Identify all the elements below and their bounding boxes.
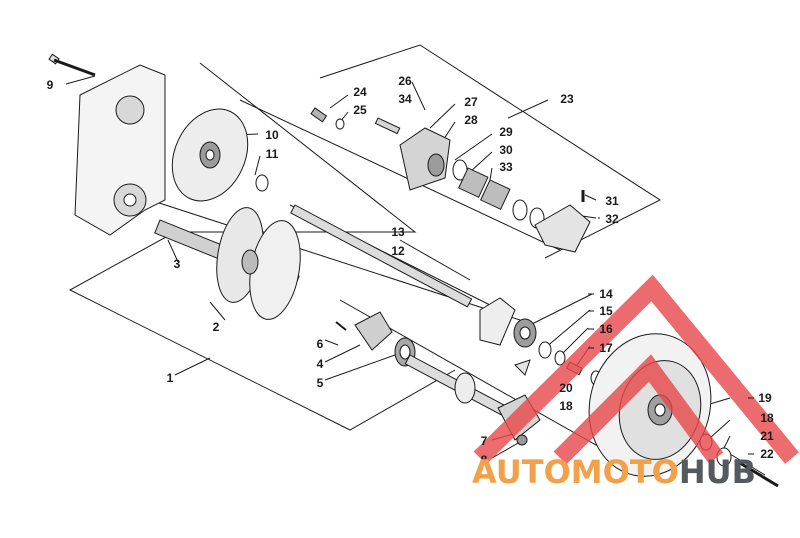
callout-20: 20	[559, 381, 573, 395]
leader	[329, 94, 349, 109]
callout-1: 1	[167, 371, 174, 385]
leader	[559, 327, 589, 357]
callout-10: 10	[265, 128, 279, 142]
callout-7: 7	[481, 434, 488, 448]
callout-29: 29	[499, 125, 513, 139]
callout-25: 25	[353, 103, 367, 117]
bolt-9	[48, 53, 96, 77]
leader	[174, 357, 211, 376]
leader	[324, 354, 396, 381]
callout-17: 17	[599, 341, 613, 355]
leader	[429, 103, 456, 129]
callout-8: 8	[481, 453, 488, 467]
leader	[709, 419, 731, 439]
callout-28: 28	[464, 113, 478, 127]
bearing-housing	[335, 311, 416, 367]
callout-18b: 18	[760, 411, 774, 425]
leader	[324, 344, 361, 363]
callout-labels: 1 2 3 4 5 6 7 8 9 10 11 12 13 14 15 16 1…	[47, 74, 774, 467]
leader	[209, 301, 226, 321]
bearing-plate	[479, 297, 602, 386]
callout-26: 26	[398, 74, 412, 88]
watermark-text-primary: AUTOMOTO	[472, 453, 679, 491]
leader	[729, 453, 766, 476]
callout-13: 13	[391, 225, 405, 239]
watermark-logo	[473, 274, 799, 465]
chaincase-housing	[74, 64, 166, 236]
leader	[454, 133, 493, 161]
callout-12: 12	[391, 244, 405, 258]
leader	[324, 339, 339, 346]
leader	[529, 293, 593, 326]
callout-34: 34	[398, 92, 412, 106]
callout-19: 19	[758, 391, 772, 405]
callout-4: 4	[317, 357, 324, 371]
brake-disc	[171, 108, 249, 202]
callout-24: 24	[353, 85, 367, 99]
watermark-text-secondary: HUB	[678, 453, 757, 491]
callout-16: 16	[599, 322, 613, 336]
leader	[65, 75, 96, 85]
callout-21: 21	[760, 429, 774, 443]
callout-6: 6	[317, 337, 324, 351]
leader	[584, 194, 597, 201]
callout-15: 15	[599, 304, 613, 318]
callout-31: 31	[605, 194, 619, 208]
callout-32: 32	[605, 212, 619, 226]
callout-33: 33	[499, 160, 513, 174]
callout-22: 22	[760, 447, 774, 461]
leader	[254, 155, 261, 176]
axis-line-upper	[239, 99, 561, 251]
leader	[489, 167, 493, 181]
callout-18a: 18	[559, 399, 573, 413]
callout-dashes	[588, 217, 754, 455]
callout-27: 27	[464, 95, 478, 109]
group-frame-23	[319, 44, 662, 259]
drive-shaft-assembly	[154, 207, 301, 320]
callout-11: 11	[266, 147, 279, 161]
brake-caliper	[310, 107, 591, 253]
leader	[544, 309, 591, 349]
leader	[469, 151, 493, 173]
callout-9: 9	[47, 78, 54, 92]
shaft-12-13	[290, 204, 473, 308]
callout-5: 5	[317, 376, 324, 390]
callout-23: 23	[560, 92, 574, 106]
callout-30: 30	[499, 143, 513, 157]
leader	[399, 239, 471, 281]
washer-11	[255, 174, 269, 192]
callout-14: 14	[599, 287, 613, 301]
leader	[411, 81, 426, 111]
callout-3: 3	[174, 257, 181, 271]
watermark-text: AUTOMOTOHUB	[472, 452, 800, 492]
leader	[167, 239, 179, 263]
leader	[507, 99, 549, 119]
group-frame-1	[68, 62, 456, 431]
leader	[491, 441, 521, 459]
callout-2: 2	[213, 320, 220, 334]
